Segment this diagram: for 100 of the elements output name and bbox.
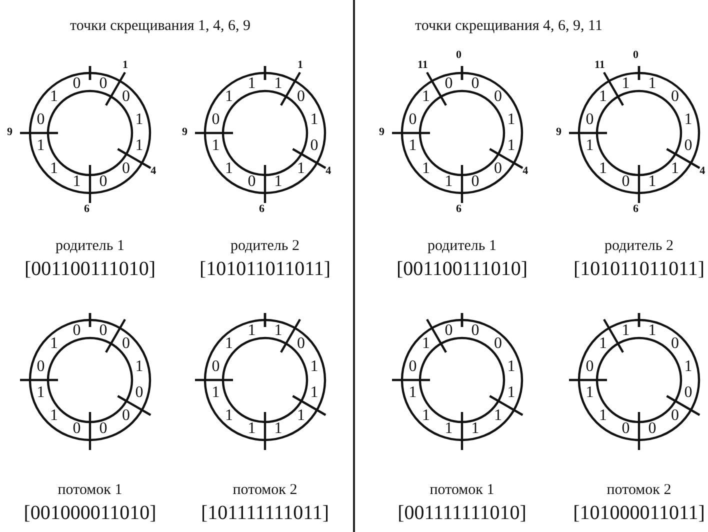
bit-digit: 1 <box>246 322 257 339</box>
bit-digit: 1 <box>598 88 608 105</box>
bit-digit: 1 <box>584 385 595 402</box>
bit-digit: 1 <box>506 358 516 375</box>
bit-digit: 1 <box>48 336 59 352</box>
bit-digit: 1 <box>647 174 658 190</box>
bit-digit: 0 <box>98 322 108 339</box>
bit-digit: 1 <box>598 408 608 424</box>
bit-digit: 0 <box>584 112 595 128</box>
bit-string: [001100111010] <box>24 258 156 281</box>
bit-string: [001111111010] <box>398 502 526 525</box>
bit-digit: 1 <box>210 138 221 154</box>
bit-digit: 1 <box>493 408 504 424</box>
bit-digit: 1 <box>72 174 82 190</box>
bit-digit: 1 <box>224 408 234 424</box>
bit-string: [001000011010] <box>24 502 156 525</box>
bit-digit: 1 <box>246 421 257 438</box>
bit-digit: 1 <box>48 161 59 178</box>
bit-digit: 1 <box>598 336 608 352</box>
bit-digit: 1 <box>444 421 454 438</box>
bit-digit: 1 <box>273 174 284 190</box>
bit-digit: 0 <box>444 76 454 92</box>
bit-string: [001100111010] <box>396 258 528 281</box>
bit-digit: 0 <box>493 336 504 352</box>
bit-digit: 1 <box>48 88 59 105</box>
cut-point-number: 1 <box>122 60 128 72</box>
bit-string: [101011011011] <box>573 258 705 281</box>
bit-digit: 0 <box>620 174 631 190</box>
cut-point-number: 6 <box>456 204 462 215</box>
bit-digit: 1 <box>309 358 320 375</box>
bit-digit: 1 <box>420 336 431 352</box>
bit-digit: 0 <box>620 421 631 438</box>
bit-digit: 1 <box>224 161 234 178</box>
cut-point-number: 4 <box>700 166 706 176</box>
ring-caption: родитель 1 <box>427 238 497 255</box>
bit-digit: 1 <box>309 112 320 128</box>
ring-caption: родитель 1 <box>55 238 125 255</box>
cut-point-number: 4 <box>150 166 156 176</box>
bit-digit: 0 <box>444 322 454 339</box>
bit-digit: 1 <box>134 112 144 128</box>
bit-digit: 0 <box>72 76 82 92</box>
bit-digit: 1 <box>36 138 46 154</box>
cut-point-number: 0 <box>633 50 638 61</box>
bit-digit: 0 <box>470 76 480 92</box>
cut-point-number: 4 <box>326 166 332 176</box>
cut-point-number: 6 <box>84 204 90 215</box>
bit-digit: 1 <box>224 336 234 352</box>
bit-digit: 1 <box>36 385 46 402</box>
bit-digit: 1 <box>470 421 480 438</box>
bit-digit: 1 <box>273 76 284 92</box>
bit-digit: 0 <box>683 385 694 402</box>
heading-text: точки скрещивания 1, 4, 6, 9 <box>70 18 251 35</box>
bit-string: [101000011011] <box>573 502 705 525</box>
cut-point-number: 9 <box>182 127 188 138</box>
bit-digit: 0 <box>134 385 144 402</box>
ring-caption: потомок 2 <box>232 482 298 499</box>
bit-digit: 0 <box>98 421 108 438</box>
bit-digit: 1 <box>647 76 658 92</box>
bit-string: [101011011011] <box>199 258 331 281</box>
bit-digit: 1 <box>683 112 694 128</box>
bit-digit: 0 <box>493 88 504 105</box>
bit-digit: 0 <box>296 336 306 352</box>
bit-digit: 0 <box>72 421 82 438</box>
ring-caption: потомок 1 <box>430 482 494 499</box>
bit-digit: 0 <box>121 161 132 178</box>
cut-point-number: 6 <box>259 204 264 215</box>
cut-point-number: 9 <box>379 127 384 138</box>
bit-digit: 0 <box>121 336 132 352</box>
bit-digit: 0 <box>408 358 418 375</box>
bit-digit: 0 <box>470 174 480 190</box>
bit-digit: 0 <box>309 138 320 154</box>
bit-digit: 1 <box>134 138 144 154</box>
bit-digit: 0 <box>36 358 46 375</box>
cut-point-number: 1 <box>298 60 303 72</box>
bit-digit: 0 <box>408 112 418 128</box>
bit-digit: 0 <box>470 322 480 339</box>
bit-digit: 1 <box>584 138 595 154</box>
ring-caption: родитель 2 <box>230 238 300 255</box>
bit-digit: 1 <box>224 88 234 105</box>
cut-point-number: 4 <box>522 166 528 176</box>
bit-digit: 1 <box>683 358 694 375</box>
bit-digit: 1 <box>620 322 631 339</box>
ring-caption: родитель 2 <box>604 238 674 255</box>
bit-digit: 1 <box>309 385 320 402</box>
bit-digit: 1 <box>647 322 658 339</box>
bit-digit: 1 <box>296 408 306 424</box>
bit-digit: 0 <box>670 336 680 352</box>
bit-digit: 0 <box>584 358 595 375</box>
bit-digit: 0 <box>647 421 658 438</box>
bit-digit: 0 <box>670 408 680 424</box>
cut-point-number: 6 <box>633 204 638 215</box>
bit-digit: 1 <box>598 161 608 178</box>
bit-digit: 0 <box>296 88 306 105</box>
bit-digit: 0 <box>683 138 694 154</box>
bit-digit: 1 <box>670 161 680 178</box>
cut-point-number: 9 <box>7 127 12 138</box>
bit-digit: 1 <box>273 322 284 339</box>
bit-digit: 1 <box>420 408 431 424</box>
bit-digit: 0 <box>246 174 257 190</box>
ring-caption: потомок 2 <box>606 482 672 499</box>
